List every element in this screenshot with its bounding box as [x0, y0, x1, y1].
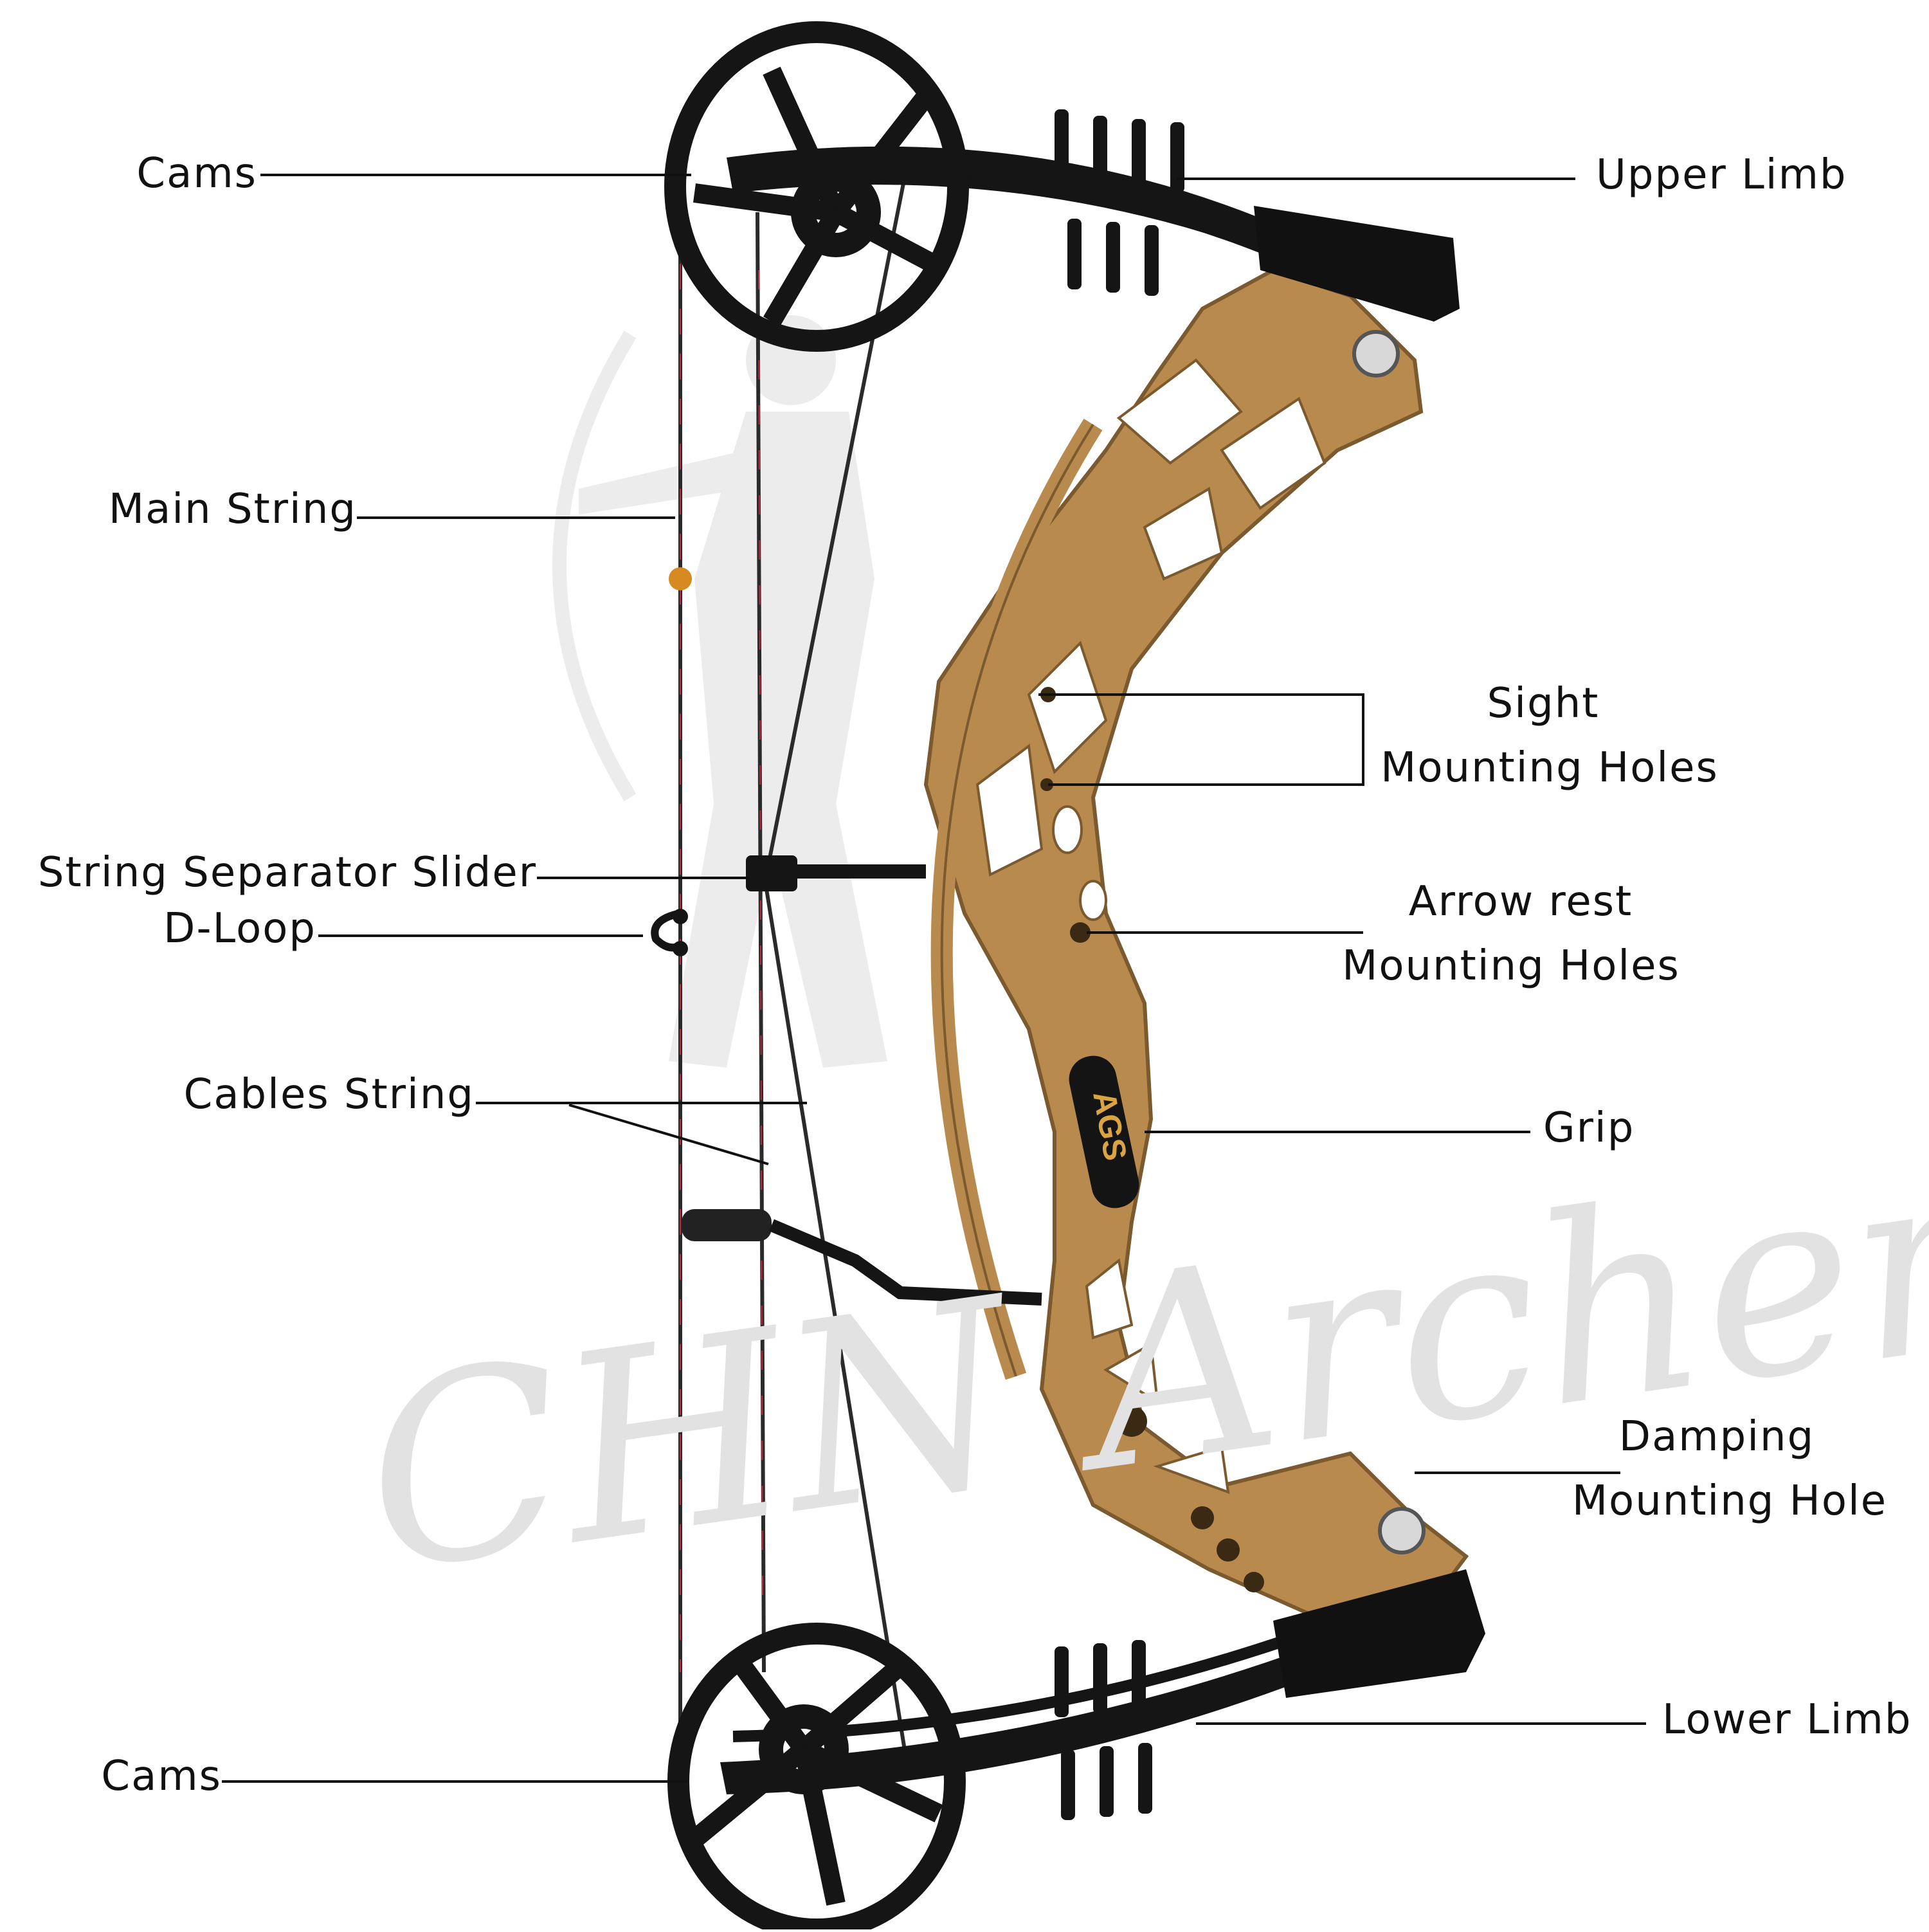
d-loop: [651, 909, 688, 956]
label-sight-line2: Mounting Holes: [1381, 744, 1719, 792]
peep-sight: [669, 567, 692, 590]
label-sight-line1: Sight: [1487, 680, 1600, 727]
label-arrow-rest-line2: Mounting Holes: [1342, 942, 1680, 990]
label-upper-limb: Upper Limb: [1596, 151, 1847, 199]
label-cams-bottom: Cams: [101, 1753, 222, 1800]
riser-body: [923, 268, 1469, 1623]
label-d-loop: D-Loop: [163, 905, 316, 952]
upper-cam: [664, 21, 969, 352]
string-separator-slider: [746, 855, 926, 891]
label-lower-limb: Lower Limb: [1662, 1696, 1912, 1744]
label-cams-top: Cams: [136, 150, 257, 197]
riser: AGS: [923, 268, 1469, 1623]
riser-holes: [1040, 687, 1264, 1592]
label-string-separator-slider: String Separator Slider: [37, 849, 537, 897]
lower-limb-pocket: [1273, 1569, 1485, 1698]
cable-left: [756, 212, 766, 1673]
leader-lines: [222, 174, 1646, 1783]
label-damping-line2: Mounting Hole: [1571, 1477, 1888, 1525]
label-damping-line1: Damping: [1618, 1413, 1815, 1461]
label-main-string: Main String: [108, 486, 357, 533]
leader-sight-bracket: [1038, 693, 1364, 786]
watermark-archer-silhouette: [552, 315, 887, 1068]
label-arrow-rest-line1: Arrow rest: [1408, 878, 1633, 925]
label-grip: Grip: [1543, 1104, 1635, 1152]
leader-cables-string-b: [568, 1104, 769, 1165]
upper-limb-dampers: [1055, 109, 1184, 296]
cable-guard-rod: [682, 1209, 1042, 1306]
upper-damping-knob: [1352, 330, 1400, 378]
damping-mounting-hole: [1378, 1507, 1426, 1554]
lower-limb-dampers: [1055, 1640, 1152, 1820]
grip-badge: [1069, 1055, 1139, 1208]
label-cables-string: Cables String: [183, 1071, 475, 1118]
riser-cutouts: [975, 358, 1327, 1495]
lower-limb: [720, 1569, 1485, 1820]
upper-limb-pocket: [1254, 206, 1460, 322]
lower-cam: [667, 1623, 966, 1932]
